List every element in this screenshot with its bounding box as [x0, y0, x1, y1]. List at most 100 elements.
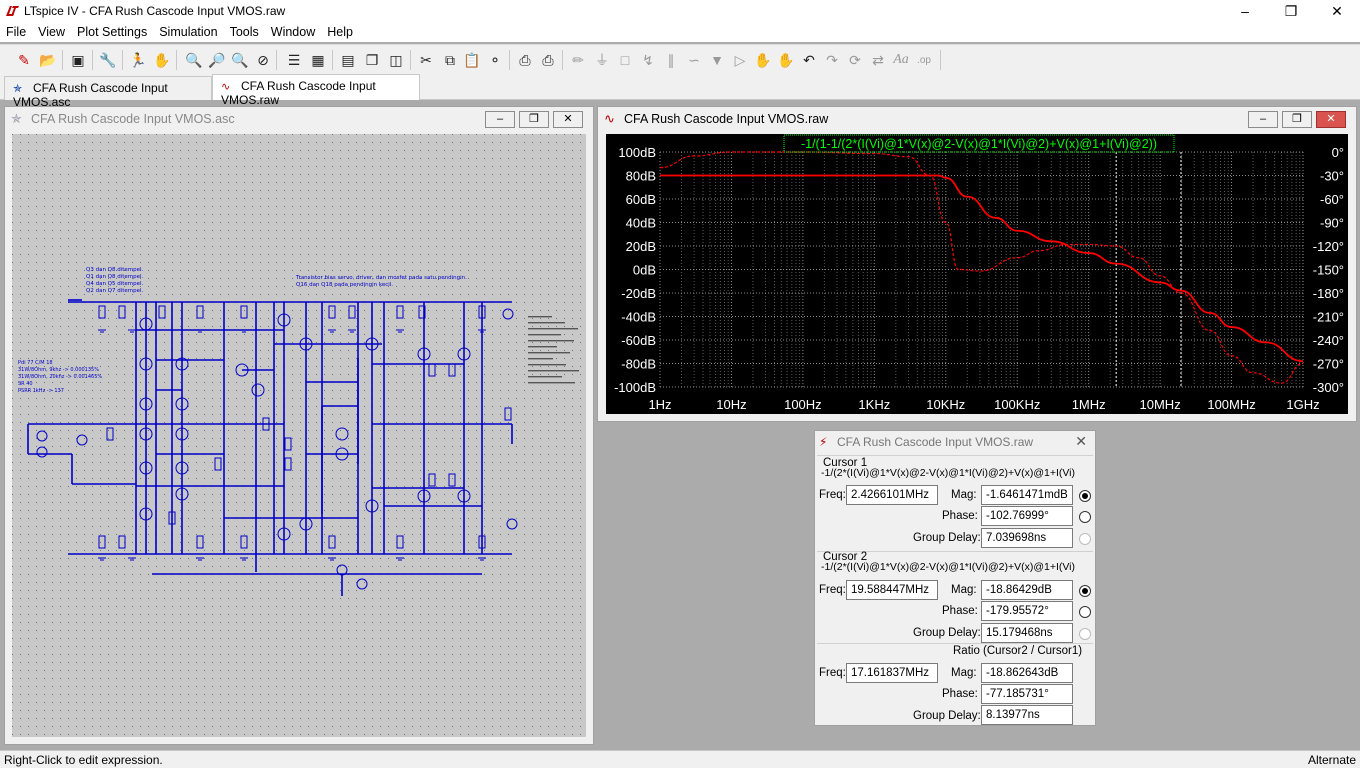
ground-icon[interactable]: ⏚ — [595, 52, 609, 68]
ratio-heading: Ratio (Cursor2 / Cursor1) — [953, 645, 1083, 657]
tile-horizontal-icon[interactable]: ▤ — [341, 51, 355, 68]
minimize-button[interactable]: – — [1241, 3, 1249, 19]
waveform-plot[interactable]: 100dB80dB60dB40dB20dB0dB-20dB-40dB-60dB-… — [606, 134, 1348, 414]
menu-window[interactable]: Window — [270, 25, 316, 39]
inductor-icon[interactable]: ∽ — [688, 51, 700, 68]
copy-icon[interactable]: ⧉ — [445, 51, 455, 68]
transistor-symbol — [299, 337, 313, 351]
cursor1-phase-field[interactable]: -102.76999° — [981, 506, 1073, 526]
transistor-symbol — [457, 489, 471, 503]
cursor2-phase-field[interactable]: -179.95572° — [981, 601, 1073, 621]
ground-symbol — [240, 329, 248, 333]
rotate-icon[interactable]: ⟳ — [849, 51, 861, 68]
mirror-icon[interactable]: ⇄ — [872, 51, 884, 68]
tab-schematic[interactable]: ✯CFA Rush Cascode Input VMOS.asc — [4, 76, 212, 109]
menu-view[interactable]: View — [38, 25, 66, 39]
cursor-dialog[interactable]: ⚡ CFA Rush Cascode Input VMOS.raw ✕ Curs… — [814, 430, 1096, 726]
transistor-symbol — [417, 347, 431, 361]
halt-icon[interactable]: ✋ — [153, 51, 171, 68]
control-panel-icon[interactable]: 🔧 — [99, 51, 117, 68]
menu-file[interactable]: File — [6, 25, 27, 39]
schematic-icon: ✯ — [11, 111, 22, 126]
transistor-symbol — [335, 427, 349, 441]
cursor2-mag-field[interactable]: -18.86429dB — [981, 580, 1073, 600]
voltage-source-symbol — [502, 308, 514, 320]
capacitor-icon[interactable]: ∥ — [667, 51, 675, 68]
paste-icon[interactable]: 📋 — [463, 51, 481, 68]
ground-symbol — [328, 557, 336, 561]
cursor1-phase-radio[interactable] — [1079, 511, 1091, 523]
schematic-minimize-button[interactable]: – — [485, 111, 515, 128]
cascade-icon[interactable]: ❐ — [365, 51, 379, 68]
resistor-symbol — [196, 305, 204, 319]
move-icon[interactable]: ✋ — [754, 51, 772, 68]
resistor-icon[interactable]: ↯ — [642, 51, 654, 68]
waveform-close-button[interactable]: ✕ — [1316, 111, 1346, 128]
print-icon[interactable]: ⎙ — [542, 51, 554, 68]
zoom-in-icon[interactable]: 🔍 — [185, 51, 203, 68]
menu-simulation[interactable]: Simulation — [159, 25, 218, 39]
resistor-symbol — [284, 457, 292, 471]
document-tab-bar: ✯CFA Rush Cascode Input VMOS.asc ∿CFA Ru… — [0, 74, 1360, 109]
close-icon[interactable]: ✕ — [1075, 433, 1087, 449]
cursor1-group-delay-radio[interactable] — [1079, 533, 1091, 545]
transistor-symbol — [139, 397, 153, 411]
spice-directive-icon[interactable]: .op — [917, 54, 931, 66]
redo-icon[interactable]: ↷ — [826, 51, 838, 68]
open-icon[interactable]: 📂 — [39, 51, 57, 68]
waveform-minimize-button[interactable]: – — [1248, 111, 1278, 128]
text-icon[interactable]: Aa — [893, 52, 909, 67]
transistor-symbol — [139, 357, 153, 371]
cursor2-group-delay-radio[interactable] — [1079, 628, 1091, 640]
ratio-group-delay-field[interactable]: 8.13977ns — [981, 705, 1073, 725]
maximize-button[interactable]: ❐ — [1284, 3, 1298, 19]
undo-icon[interactable]: ↶ — [803, 51, 815, 68]
print-preview-icon[interactable]: ⎙ — [519, 51, 531, 68]
cursor2-phase-radio[interactable] — [1079, 606, 1091, 618]
menu-plot-settings[interactable]: Plot Settings — [77, 25, 148, 39]
cursor2-group-delay-field[interactable]: 15.179468ns — [981, 623, 1073, 643]
cursor1-mag-radio[interactable] — [1079, 490, 1091, 502]
find-icon[interactable]: ⚬ — [489, 51, 501, 68]
tab-waveform[interactable]: ∿CFA Rush Cascode Input VMOS.raw — [212, 74, 420, 107]
cursor1-mag-field[interactable]: -1.6461471mdB — [981, 485, 1073, 505]
y-tick-label: 40dB — [626, 216, 656, 231]
label-icon[interactable]: □ — [620, 52, 630, 68]
trace-expression-label[interactable]: -1/(1-1/(2*(I(Vi)@1*V(x)@2-V(x)@1*I(Vi)@… — [801, 137, 1157, 151]
x-tick-label: 10Hz — [716, 397, 746, 412]
drag-icon[interactable]: ✋ — [777, 51, 795, 68]
wire-icon[interactable]: ✏ — [572, 51, 584, 68]
waveform-restore-button[interactable]: ❐ — [1282, 111, 1312, 128]
autorange-icon[interactable]: ☰ — [287, 51, 301, 68]
cursor1-group-delay-field[interactable]: 7.039698ns — [981, 528, 1073, 548]
diode-icon[interactable]: ▼ — [710, 52, 724, 68]
ground-symbol — [196, 329, 204, 333]
component-icon[interactable]: ▷ — [734, 51, 746, 68]
transistor-symbol — [175, 427, 189, 441]
grid-icon[interactable]: ▦ — [311, 51, 325, 68]
status-bar: Right-Click to edit expression. Alternat… — [0, 750, 1360, 768]
resistor-symbol — [448, 473, 456, 487]
tile-vertical-icon[interactable]: ◫ — [389, 51, 403, 68]
schematic-close-button[interactable]: ✕ — [553, 111, 583, 128]
ratio-freq-field[interactable]: 17.161837MHz — [846, 663, 938, 683]
resistor-symbol — [284, 437, 292, 451]
close-button[interactable]: ✕ — [1331, 3, 1343, 19]
cursor1-freq-field[interactable]: 2.4266101MHz — [846, 485, 938, 505]
ratio-phase-field[interactable]: -77.185731° — [981, 684, 1073, 704]
menu-help[interactable]: Help — [327, 25, 353, 39]
new-schematic-icon[interactable]: ✎ — [18, 51, 30, 68]
run-icon[interactable]: 🏃 — [129, 51, 147, 68]
menu-tools[interactable]: Tools — [229, 25, 259, 39]
y2-tick-label: -150° — [1313, 263, 1344, 278]
cursor2-freq-field[interactable]: 19.588447MHz — [846, 580, 938, 600]
schematic-canvas[interactable]: Q3 dan Q8 ditempel. Q1 dan Q8 ditempel. … — [12, 134, 586, 737]
cursor2-mag-radio[interactable] — [1079, 585, 1091, 597]
zoom-cancel-icon[interactable]: ⊘ — [257, 51, 269, 68]
ratio-mag-field[interactable]: -18.862643dB — [981, 663, 1073, 683]
zoom-area-icon[interactable]: 🔎 — [208, 51, 226, 68]
save-icon[interactable]: ▣ — [71, 51, 85, 68]
zoom-out-icon[interactable]: 🔍 — [231, 51, 249, 68]
cut-icon[interactable]: ✂ — [420, 51, 432, 68]
schematic-restore-button[interactable]: ❐ — [519, 111, 549, 128]
